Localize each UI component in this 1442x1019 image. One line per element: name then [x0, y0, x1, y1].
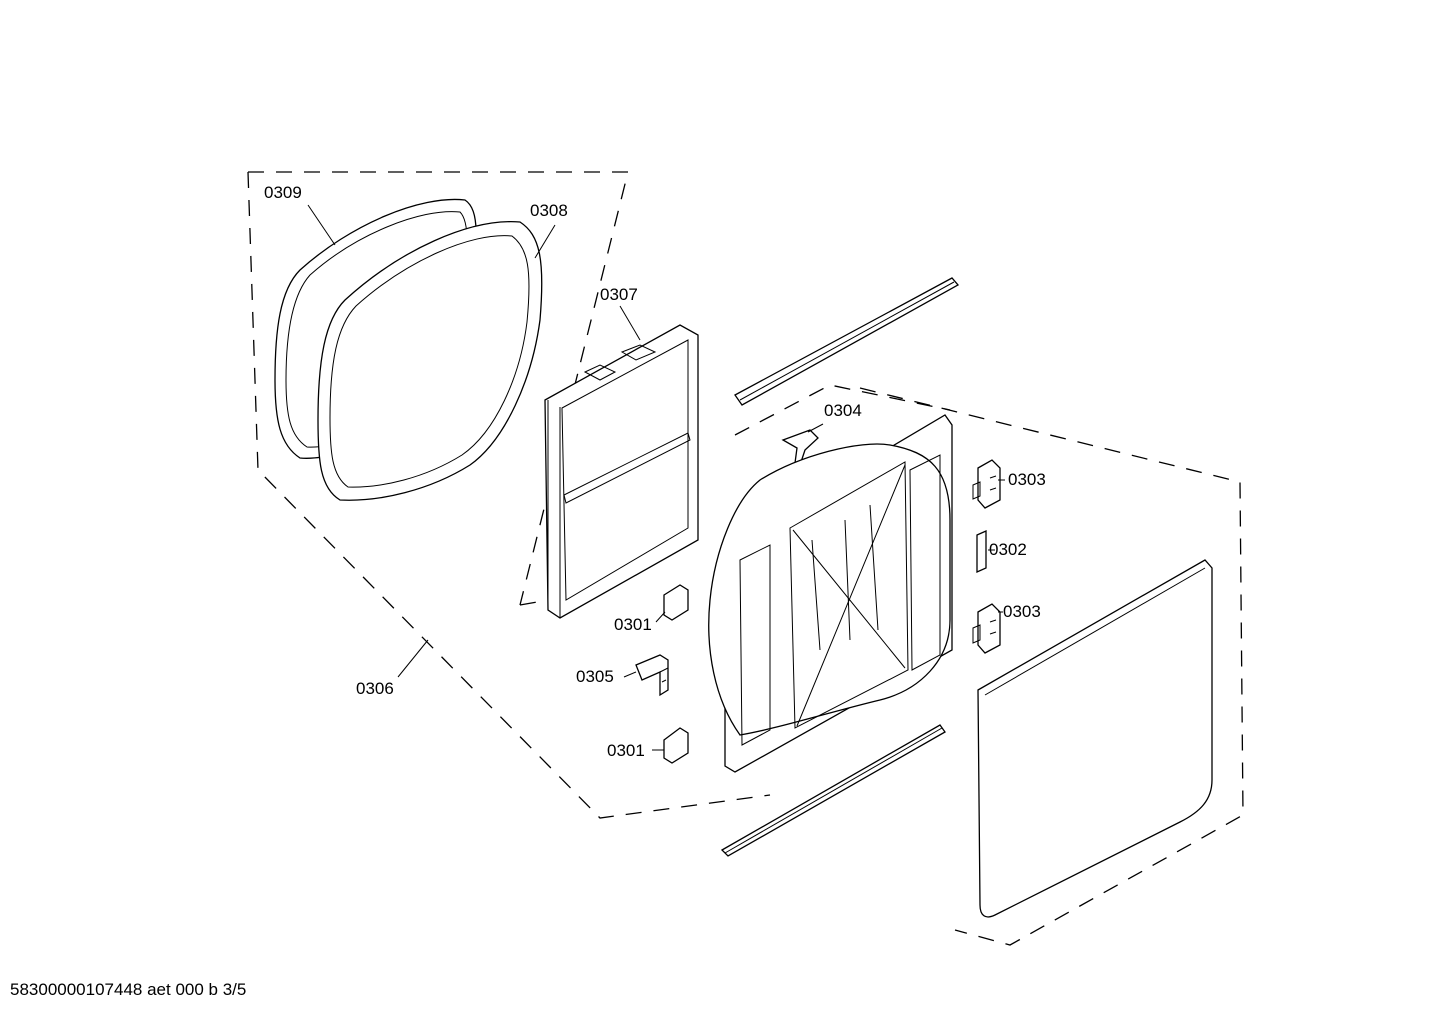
inner-seal-0308 [317, 221, 543, 501]
outer-door-panel [977, 559, 1213, 918]
label-0302: 0302 [989, 540, 1027, 559]
clip-0301-top [663, 584, 689, 621]
strip-0302 [976, 529, 987, 574]
label-0301-bottom: 0301 [607, 741, 645, 760]
hinge-0303-bottom [972, 603, 1001, 654]
label-0301-top: 0301 [614, 615, 652, 634]
label-0307: 0307 [600, 285, 638, 304]
label-0308: 0308 [530, 201, 568, 220]
door-assembly [708, 414, 953, 773]
label-0309: 0309 [264, 183, 302, 202]
label-0306: 0306 [356, 679, 394, 698]
door-frame-0307 [544, 324, 699, 619]
label-0303-top: 0303 [1008, 470, 1046, 489]
bracket-0305 [635, 654, 669, 697]
hinge-0303-top [972, 459, 1001, 509]
bottom-rail [720, 724, 946, 857]
assembly-outline-right [859, 387, 1244, 946]
leader-lines [307, 204, 1005, 751]
document-id-footer: 58300000107448 aet 000 b 3/5 [10, 980, 247, 999]
label-0305: 0305 [576, 667, 614, 686]
label-0303-bottom: 0303 [1003, 602, 1041, 621]
label-0304: 0304 [824, 401, 862, 420]
top-rail [734, 277, 960, 406]
clip-0301-bottom [663, 727, 689, 764]
handle-0304 [781, 429, 819, 466]
